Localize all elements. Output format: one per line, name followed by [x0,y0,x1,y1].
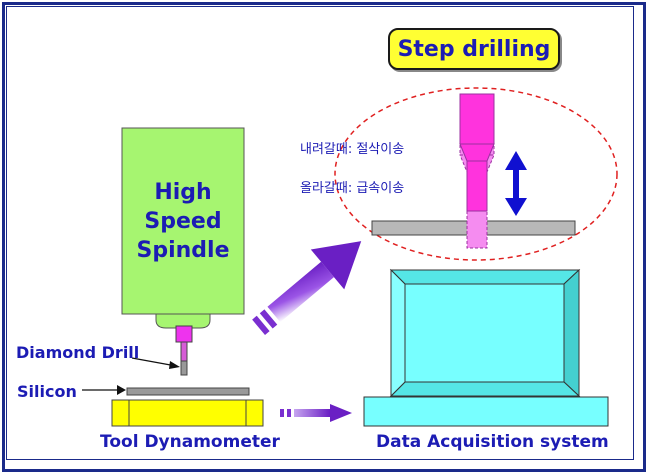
diamond-drill-tip [180,360,188,376]
silicon-pointer-head [117,385,126,395]
data-acquisition-label: Data Acquisition system [376,432,609,452]
diamond-drill-label: Diamond Drill [16,343,140,362]
detail-drill-upper [459,93,495,212]
diamond-drill-shank [180,341,188,362]
title-text: Step drilling [397,36,551,62]
spindle-nose [155,313,211,329]
monitor-bezel-right [563,268,580,398]
ascending-note: 올라갈때: 급속이송 [300,181,405,196]
monitor-bezel-left [390,268,406,398]
big-diagonal-arrow [252,241,362,335]
detail-ellipse [334,87,618,261]
monitor-bezel-top [389,269,581,285]
drill-pointer-head [169,361,180,369]
silicon-label: Silicon [17,382,77,401]
spindle-label: High Speed Spindle [136,180,230,263]
spindle-body [121,127,245,315]
dynamometer-body [111,399,264,427]
silicon-wafer [126,387,250,396]
descending-note: 내려갈때: 절삭이송 [300,142,405,157]
motion-arrow [505,151,527,216]
tool-holder [175,325,193,343]
monitor-screen [404,283,565,383]
tool-dynamometer-label: Tool Dynamometer [100,432,280,452]
title-box: Step drilling [388,28,560,70]
monitor-base [363,396,609,427]
signal-arrow [280,404,352,422]
monitor-bezel-bottom [389,381,581,397]
drill-pointer-line [131,357,177,367]
